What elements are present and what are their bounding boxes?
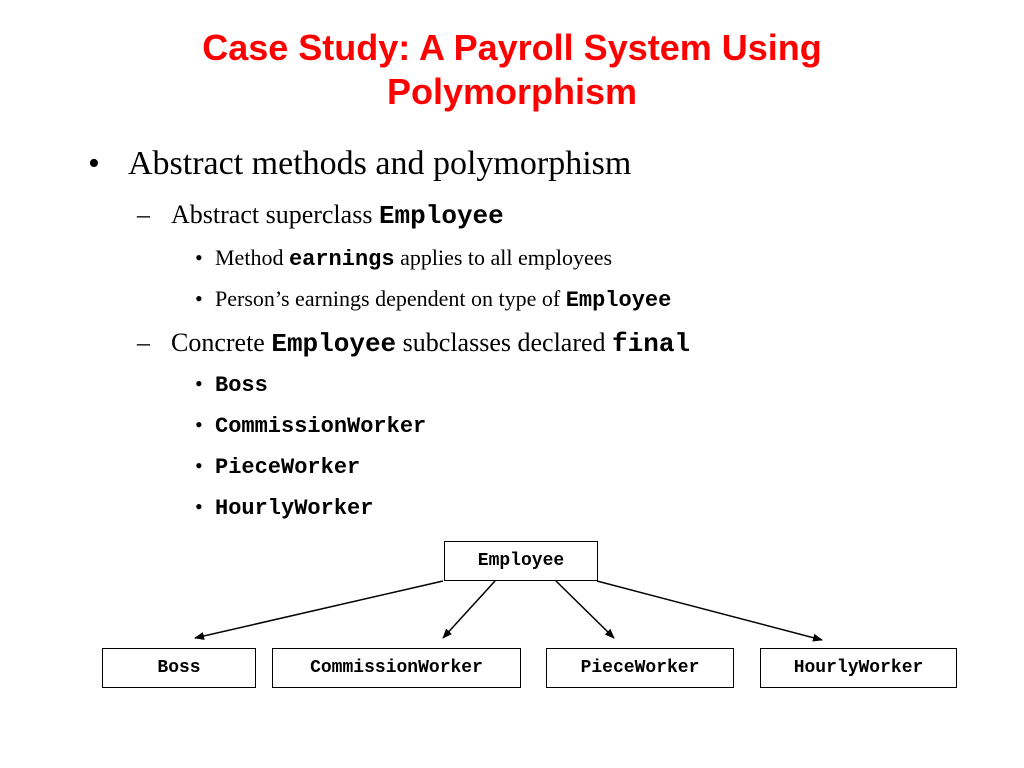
dot-marker: • xyxy=(195,453,203,478)
sub2-text: Concrete xyxy=(171,328,272,357)
item-hourlyworker-code: HourlyWorker xyxy=(215,496,374,521)
sub-bullet-abstract-superclass: –Abstract superclass Employee xyxy=(137,200,504,231)
arrow-to-pieceworker xyxy=(555,580,615,639)
bullet-marker: • xyxy=(88,145,100,182)
item-earnings: • Method earnings applies to all employee… xyxy=(195,245,612,272)
sub2-mid: subclasses declared xyxy=(396,328,613,357)
item-commissionworker-code: CommissionWorker xyxy=(215,414,427,439)
arrow-to-boss xyxy=(194,580,444,640)
dash-marker: – xyxy=(137,200,150,229)
title-line-1: Case Study: A Payroll System Using xyxy=(202,27,822,68)
item-person-earnings: •Person’s earnings dependent on type of … xyxy=(195,286,671,313)
dot-marker: • xyxy=(195,412,203,437)
dot-marker: • xyxy=(195,494,203,519)
title-line-2: Polymorphism xyxy=(386,71,638,112)
sub2-code: Employee xyxy=(271,329,397,359)
item-commissionworker: • CommissionWorker xyxy=(195,412,426,439)
item-boss-code: Boss xyxy=(215,373,268,398)
item-pieceworker: • PieceWorker xyxy=(195,453,360,480)
item-boss: • Boss xyxy=(195,371,268,398)
diagram-box-hourlyworker: HourlyWorker xyxy=(760,648,957,688)
item-hourlyworker: • HourlyWorker xyxy=(195,494,373,521)
item-person-pre: Person’s earnings dependent on type of xyxy=(215,286,566,311)
dash-marker: – xyxy=(137,328,150,357)
diagram-box-boss: Boss xyxy=(102,648,256,688)
bullet-main-text: Abstract methods and polymorphism xyxy=(128,145,632,182)
bullet-main: • Abstract methods and polymorphism xyxy=(88,145,631,183)
diagram-box-pieceworker: PieceWorker xyxy=(546,648,734,688)
item-earnings-code: earnings xyxy=(288,247,395,272)
sub1-code: Employee xyxy=(378,201,504,231)
sub2-code2: final xyxy=(612,329,691,359)
sub1-text: Abstract superclass xyxy=(171,200,379,229)
dot-marker: • xyxy=(195,286,203,311)
dot-marker: • xyxy=(195,371,203,396)
item-person-code: Employee xyxy=(565,288,672,313)
item-earnings-pre: Method xyxy=(215,245,289,270)
item-pieceworker-code: PieceWorker xyxy=(215,455,361,480)
diagram-box-commissionworker: CommissionWorker xyxy=(272,648,521,688)
arrow-to-hourlyworker xyxy=(596,580,823,642)
diagram-box-employee: Employee xyxy=(444,541,598,581)
dot-marker: • xyxy=(195,245,203,270)
slide-title: Case Study: A Payroll System Using Polym… xyxy=(0,26,1024,114)
item-earnings-post: applies to all employees xyxy=(394,245,613,270)
sub-bullet-concrete-subclasses: –Concrete Employee subclasses declared f… xyxy=(137,328,690,359)
arrow-to-commissionworker xyxy=(442,580,496,639)
